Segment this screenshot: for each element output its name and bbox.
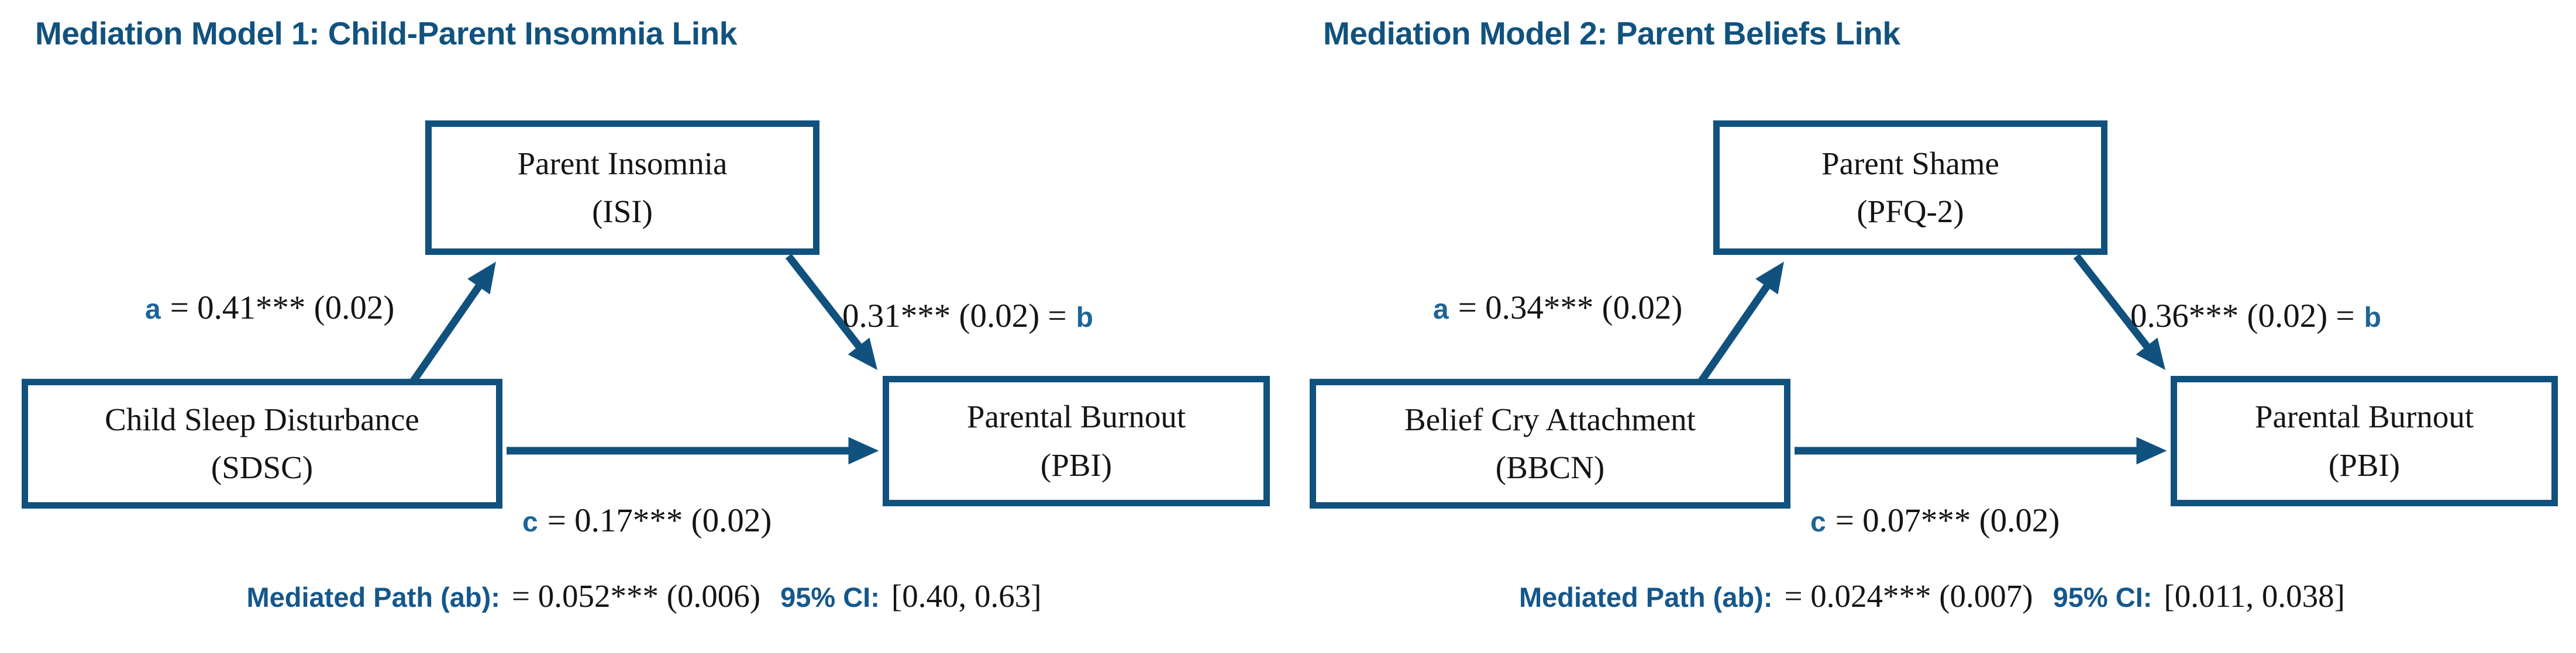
path-b-arrow xyxy=(785,254,877,370)
predictor-box-label: Child Sleep Disturbance xyxy=(105,401,419,437)
mediated-path-value: = 0.024*** (0.007) xyxy=(1784,578,2033,614)
outcome-box-parental-burnout: Parental Burnout (PBI) xyxy=(2171,376,2558,506)
path-b-value: 0.36*** (0.02) = xyxy=(2130,298,2355,334)
path-a-value: = 0.41*** (0.02) xyxy=(170,289,395,326)
outcome-box-label: Parental Burnout xyxy=(966,399,1186,434)
outcome-box-acronym: (PBI) xyxy=(1040,447,1113,483)
path-c-value: = 0.17*** (0.02) xyxy=(547,502,772,539)
mediator-box-acronym: (ISI) xyxy=(592,194,653,229)
path-b-label: 0.36*** (0.02) = b xyxy=(2130,299,2381,333)
model-2-mediated-path-summary: Mediated Path (ab): = 0.024*** (0.007) 9… xyxy=(1288,578,2576,614)
mediator-box-parent-shame: Parent Shame (PFQ-2) xyxy=(1713,120,2107,255)
predictor-box-acronym: (BBCN) xyxy=(1495,450,1605,485)
mediation-model-2-panel: Mediation Model 2: Parent Beliefs Link P… xyxy=(1288,0,2576,653)
model-2-path-arrows xyxy=(1696,254,2167,465)
model-1-title: Mediation Model 1: Child-Parent Insomnia… xyxy=(35,15,737,51)
mediated-path-label: Mediated Path (ab): xyxy=(246,582,500,613)
path-a-label: a = 0.34*** (0.02) xyxy=(1433,291,1682,324)
mediated-path-value: = 0.052*** (0.006) xyxy=(511,578,761,614)
mediator-box-label: Parent Insomnia xyxy=(517,145,728,181)
ci-label: 95% CI: xyxy=(780,582,880,613)
path-b-letter: b xyxy=(2364,302,2381,333)
mediator-box-parent-insomnia: Parent Insomnia (ISI) xyxy=(425,120,819,255)
outcome-box-parental-burnout: Parental Burnout (PBI) xyxy=(883,376,1270,506)
path-c-value: = 0.07*** (0.02) xyxy=(1835,502,2060,539)
path-c-letter: c xyxy=(1810,507,1826,538)
mediator-box-acronym: (PFQ-2) xyxy=(1857,194,1964,229)
model-1-mediated-path-summary: Mediated Path (ab): = 0.052*** (0.006) 9… xyxy=(0,578,1288,614)
predictor-box-label: Belief Cry Attachment xyxy=(1404,401,1696,437)
model-1-path-arrows xyxy=(408,254,879,465)
predictor-box-belief-cry-attachment: Belief Cry Attachment (BBCN) xyxy=(1310,379,1790,509)
predictor-box-acronym: (SDSC) xyxy=(211,450,314,485)
path-b-letter: b xyxy=(1076,302,1093,333)
mediated-path-label: Mediated Path (ab): xyxy=(1519,582,1773,613)
outcome-box-label: Parental Burnout xyxy=(2254,399,2474,434)
ci-value: [0.40, 0.63] xyxy=(891,578,1042,614)
path-c-label: c = 0.17*** (0.02) xyxy=(522,504,772,537)
path-a-label: a = 0.41*** (0.02) xyxy=(145,291,394,324)
ci-label: 95% CI: xyxy=(2052,582,2153,613)
path-a-letter: a xyxy=(1433,294,1449,325)
path-c-label: c = 0.07*** (0.02) xyxy=(1810,504,2060,537)
path-a-value: = 0.34*** (0.02) xyxy=(1458,289,1683,326)
predictor-box-child-sleep-disturbance: Child Sleep Disturbance (SDSC) xyxy=(22,379,502,509)
path-a-arrow xyxy=(1696,261,1784,386)
ci-value: [0.011, 0.038] xyxy=(2164,578,2345,614)
path-a-letter: a xyxy=(145,294,161,325)
mediator-box-label: Parent Shame xyxy=(1821,145,1999,181)
path-b-arrow xyxy=(2073,254,2165,370)
path-a-arrow xyxy=(408,261,496,386)
path-b-label: 0.31*** (0.02) = b xyxy=(842,299,1093,333)
path-b-value: 0.31*** (0.02) = xyxy=(842,298,1067,334)
mediation-model-1-panel: Mediation Model 1: Child-Parent Insomnia… xyxy=(0,15,1288,614)
model-2-title: Mediation Model 2: Parent Beliefs Link xyxy=(1323,15,1900,51)
outcome-box-acronym: (PBI) xyxy=(2328,447,2401,483)
path-c-letter: c xyxy=(522,507,538,538)
